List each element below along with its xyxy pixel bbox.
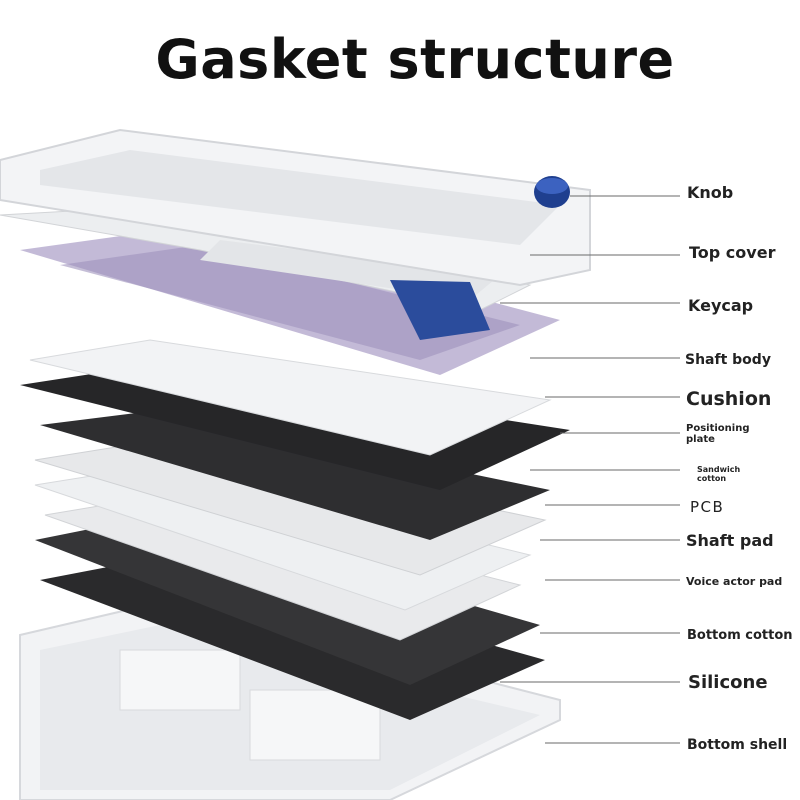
label-voice-actor-pad: Voice actor pad: [686, 575, 783, 588]
leader-lines: [500, 195, 680, 744]
label-knob: Knob: [687, 183, 734, 202]
label-keycap: Keycap: [688, 296, 754, 315]
label-top-cover: Top cover: [689, 243, 776, 262]
page-title: Gasket structure: [155, 28, 675, 91]
label-cushion: Cushion: [686, 388, 772, 410]
label-shaft-pad: Shaft pad: [686, 531, 774, 550]
label-shaft-body: Shaft body: [685, 352, 771, 368]
label-bottom-shell: Bottom shell: [687, 737, 788, 753]
top-cover-layer: [0, 128, 591, 287]
knob: [534, 176, 570, 208]
label-bottom-cotton: Bottom cotton: [687, 628, 793, 643]
label-sandwich-cotton: Sandwich cotton: [697, 465, 741, 483]
label-silicone: Silicone: [688, 672, 768, 693]
cushion-layer: [29, 339, 552, 456]
positioning-plate-layer: [20, 365, 570, 490]
label-positioning-plate: Positioning plate: [686, 423, 750, 445]
keycap-layer: [0, 204, 532, 340]
bottom-shell-layer: [19, 598, 561, 800]
sandwich-cotton-layer: [40, 410, 550, 540]
label-pcb: PCB: [690, 498, 725, 516]
